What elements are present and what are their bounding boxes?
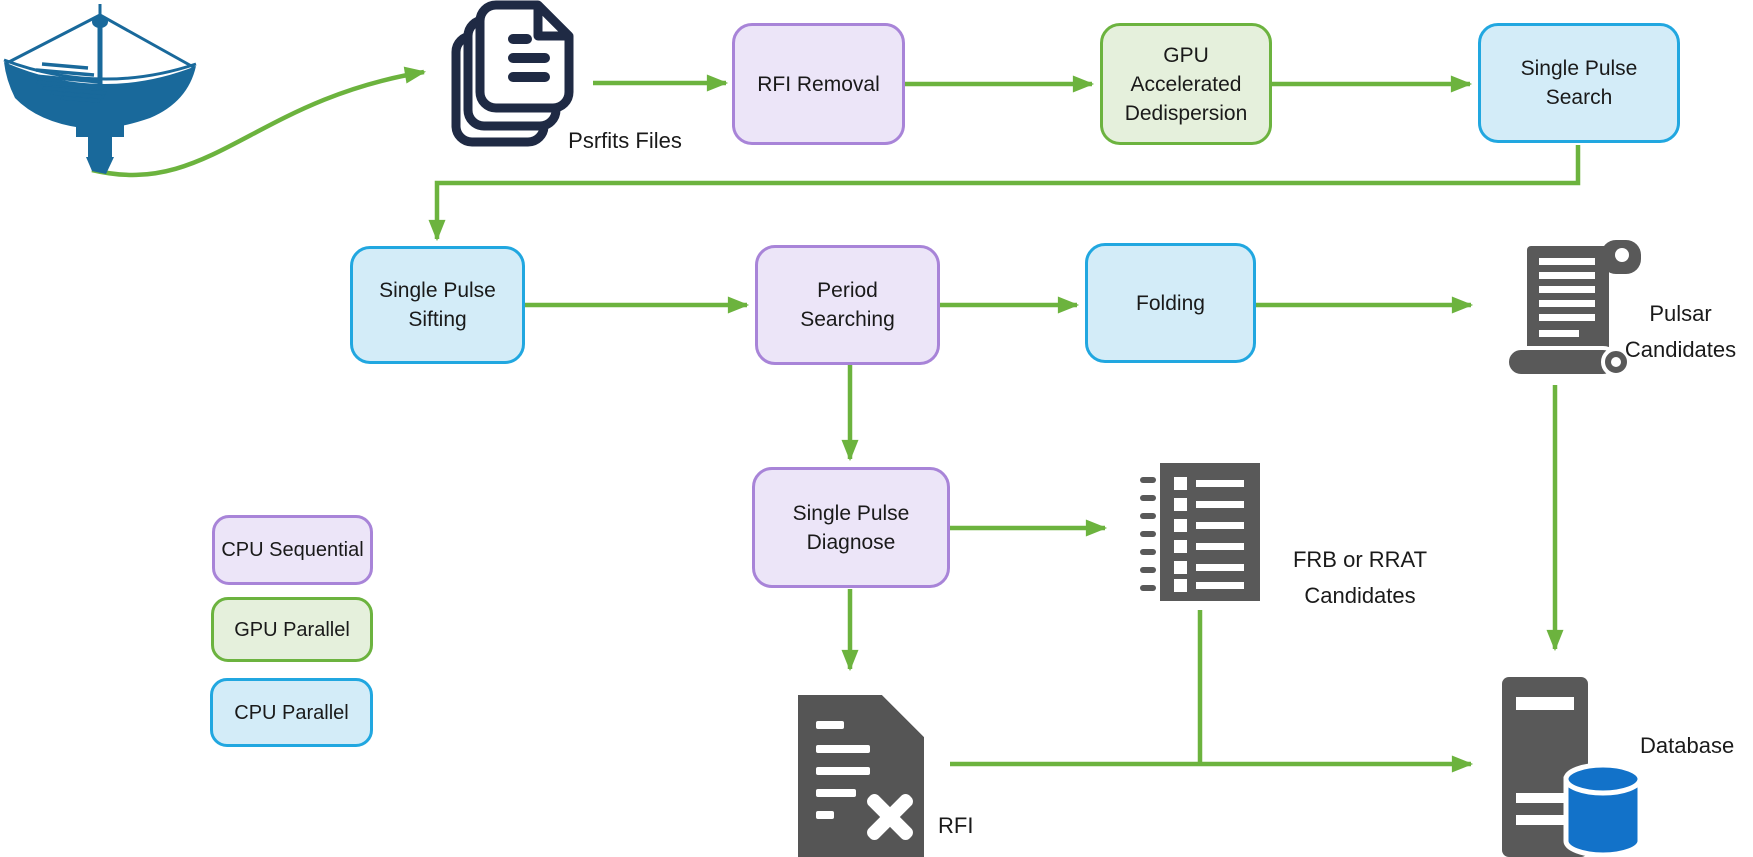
legend-gpu-parallel: GPU Parallel: [211, 597, 373, 662]
node-folding: Folding: [1085, 243, 1256, 363]
legend-cpu-sequential: CPU Sequential: [212, 515, 373, 585]
legend-cpu-parallel: CPU Parallel: [210, 678, 373, 747]
database-label: Database: [1640, 733, 1735, 758]
node-label: Folding: [1136, 291, 1205, 315]
document-stack-icon: [451, 0, 574, 147]
scroll-icon: [1505, 240, 1641, 378]
node-gpu-dedispersion: GPU Accelerated Dedispersion: [1100, 23, 1272, 145]
legend-label: CPU Sequential: [221, 539, 364, 561]
pulsar-candidates-label: Pulsar Candidates: [1624, 301, 1737, 362]
psrfits-files-label: Psrfits Files: [568, 128, 682, 153]
node-single-pulse-sifting: Single Pulse Sifting: [350, 246, 525, 364]
legend-label: GPU Parallel: [234, 618, 350, 641]
node-label: GPU Accelerated Dedispersion: [1124, 43, 1248, 125]
legend-label: CPU Parallel: [234, 701, 349, 724]
node-rfi-removal: RFI Removal: [732, 23, 905, 145]
frb-rrat-candidates-label: FRB or RRAT Candidates: [1292, 547, 1428, 608]
document-x-icon: [798, 695, 924, 857]
node-label: RFI Removal: [757, 72, 880, 96]
node-period-searching: Period Searching: [755, 245, 940, 365]
node-label: Single Pulse Diagnose: [792, 501, 910, 554]
node-single-pulse-diagnose: Single Pulse Diagnose: [752, 467, 950, 588]
node-label: Single Pulse Search: [1520, 57, 1638, 109]
rfi-label: RFI: [938, 813, 974, 838]
radio-telescope-icon: [3, 4, 197, 174]
server-database-icon: [1502, 677, 1643, 857]
checklist-icon: [1140, 463, 1260, 601]
node-label: Single Pulse Sifting: [379, 279, 496, 331]
node-single-pulse-search: Single Pulse Search: [1478, 23, 1680, 143]
node-label: Period Searching: [800, 279, 895, 331]
